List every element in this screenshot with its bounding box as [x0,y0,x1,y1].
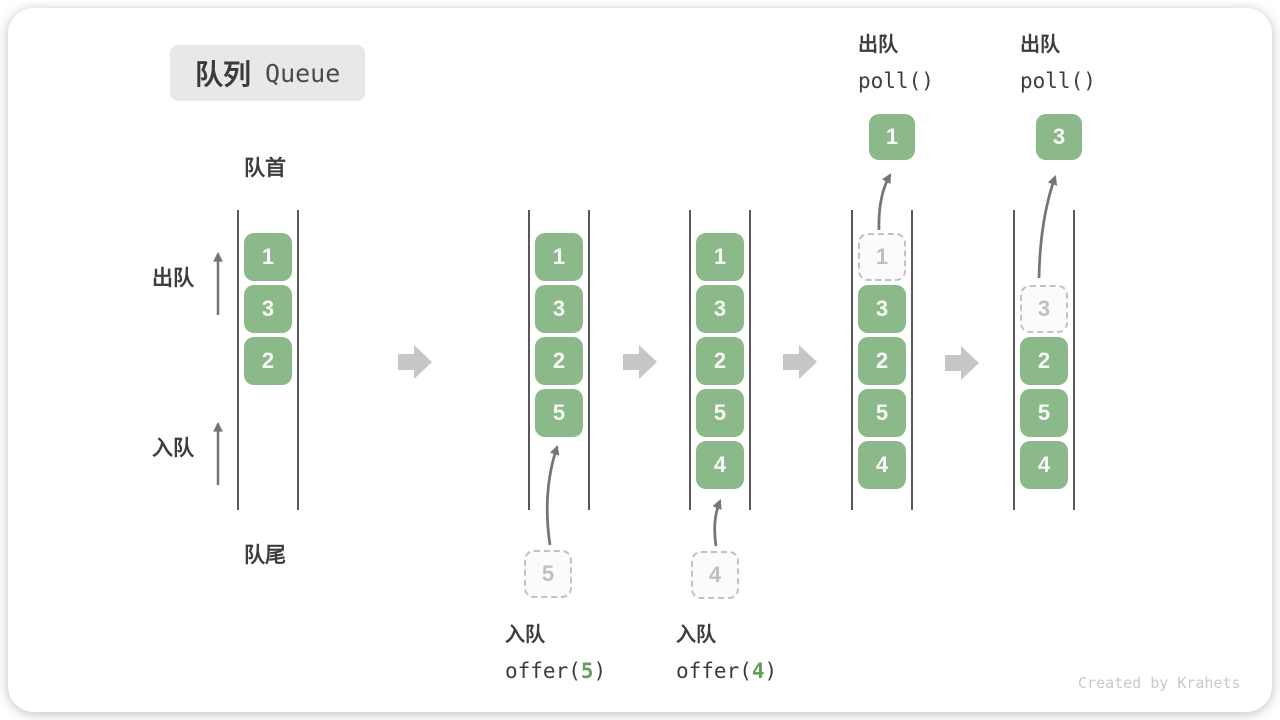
queue-item: 4 [1020,441,1068,489]
poll-result-box-3: 3 [1036,114,1082,160]
title-en: Queue [265,58,341,88]
queue-item: 3 [858,285,906,333]
poll-label-zh: 出队 [1020,34,1060,56]
queue-item: 2 [535,337,583,385]
offer-label-4: 入队 offer(4) [676,617,777,689]
poll-label-zh: 出队 [858,34,898,56]
queue-state-4: 1 3 2 5 4 [851,210,913,510]
queue-item-removed: 1 [858,233,906,281]
queue-item: 2 [244,337,292,385]
code-fn: offer( [676,659,752,683]
poll-result-box-1: 1 [869,114,915,160]
queue-item: 3 [535,285,583,333]
dequeue-side-label: 出队 [152,267,194,290]
queue-head-label: 队首 [244,157,286,180]
queue-item: 3 [696,285,744,333]
queue-item: 2 [858,337,906,385]
queue-item: 1 [696,233,744,281]
queue-item: 5 [696,389,744,437]
queue-state-1: 1 3 2 [237,210,299,510]
offer-label-zh: 入队 [676,624,716,646]
watermark: Created by Krahets [1078,674,1241,692]
queue-item: 5 [1020,389,1068,437]
title-zh: 队列 [195,59,252,90]
queue-item: 5 [535,389,583,437]
offer-label-code: offer(5) [505,653,606,689]
code-arg: 4 [751,659,765,683]
queue-item-removed: 3 [1020,285,1068,333]
title-badge: 队列 Queue [170,45,366,101]
queue-item: 3 [244,285,292,333]
offer-label-5: 入队 offer(5) [505,617,606,689]
queue-state-2: 1 3 2 5 [528,210,590,510]
code-close: ) [593,659,607,683]
code-arg: 5 [580,659,594,683]
queue-state-3: 1 3 2 5 4 [689,210,751,510]
offer-label-code: offer(4) [676,653,777,689]
queue-state-5: 3 2 5 4 [1013,210,1075,510]
offer-label-zh: 入队 [505,624,545,646]
enqueue-side-label: 入队 [152,437,194,460]
queue-item: 2 [696,337,744,385]
diagram-card [8,8,1272,712]
queue-item: 2 [1020,337,1068,385]
poll-label-1: 出队 poll() [858,27,934,99]
queue-tail-label: 队尾 [244,544,286,567]
queue-item: 4 [858,441,906,489]
poll-label-code: poll() [858,69,934,93]
code-close: ) [764,659,778,683]
queue-item: 1 [244,233,292,281]
queue-item: 1 [535,233,583,281]
code-fn: offer( [505,659,581,683]
poll-label-code: poll() [1020,69,1096,93]
queue-item: 4 [696,441,744,489]
staged-enqueue-box-4: 4 [691,551,739,599]
queue-item: 5 [858,389,906,437]
staged-enqueue-box-5: 5 [524,550,572,598]
poll-label-2: 出队 poll() [1020,27,1096,99]
